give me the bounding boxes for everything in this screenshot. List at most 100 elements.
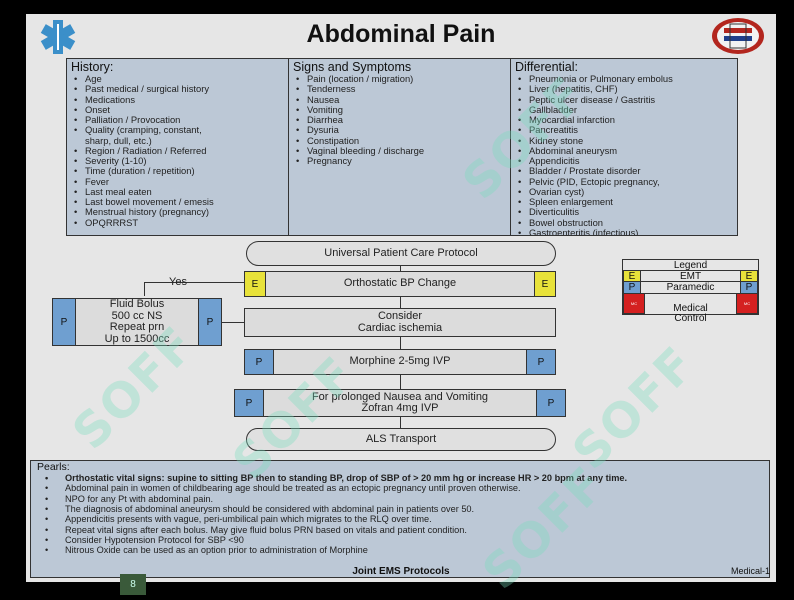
list-item: Pain (location / migration) <box>296 73 507 84</box>
cardiac-ischemia-node[interactable]: Consider Cardiac ischemia <box>244 308 556 337</box>
pearls-heading: Pearls: <box>37 461 70 473</box>
list-item: Palliation / Provocation <box>74 114 285 125</box>
list-item: Abdominal pain in women of childbearing … <box>45 483 763 494</box>
list-item: Quality (cramping, constant, sharp, dull… <box>74 125 285 146</box>
list-item: Abdominal aneurysm <box>518 145 733 156</box>
connector <box>400 417 401 428</box>
signs-panel: Signs and Symptoms Pain (location / migr… <box>288 58 512 236</box>
list-item: Pelvic (PID, Ectopic pregnancy, <box>518 176 733 187</box>
paramedic-tag: P <box>526 349 556 375</box>
legend-row-paramedic: Paramedic <box>623 281 758 294</box>
emt-tag: E <box>244 271 266 297</box>
list-item: Consider Hypotension Protocol for SBP <9… <box>45 535 763 546</box>
connector <box>400 297 401 309</box>
list-item: Last meal eaten <box>74 186 285 197</box>
list-item: Nausea <box>296 94 507 105</box>
list-item: Age <box>74 73 285 84</box>
paramedic-tag: P <box>536 389 566 417</box>
list-item: Bowel obstruction <box>518 217 733 228</box>
list-item: Spleen enlargement <box>518 196 733 207</box>
list-item: Peptic ulcer disease / Gastritis <box>518 94 733 105</box>
signs-heading: Signs and Symptoms <box>293 60 412 74</box>
list-item: Region / Radiation / Referred <box>74 145 285 156</box>
connector <box>400 266 401 272</box>
orthostatic-bp-node[interactable]: Orthostatic BP Change <box>244 271 556 297</box>
differential-heading: Differential: <box>515 60 578 74</box>
morphine-node[interactable]: Morphine 2-5mg IVP <box>244 349 556 375</box>
legend-medical-control-label: Medical Control <box>673 303 708 324</box>
list-item: Kidney stone <box>518 135 733 146</box>
list-item: Onset <box>74 104 285 115</box>
legend-row-emt: EMT <box>623 270 758 282</box>
fluid-connector <box>222 322 244 323</box>
list-item: OPQRRRST <box>74 217 285 228</box>
yes-connector <box>144 282 244 283</box>
list-item: Orthostatic vital signs: supine to sitti… <box>45 473 763 484</box>
star-of-life-icon <box>40 20 76 54</box>
emt-tag: E <box>534 271 556 297</box>
list-item: Severity (1-10) <box>74 155 285 166</box>
legend-row-medical-control: Medical Control <box>623 293 758 324</box>
universal-care-protocol-node[interactable]: Universal Patient Care Protocol <box>246 241 556 266</box>
connector <box>400 375 401 389</box>
legend-medical-control-swatch: MC <box>623 293 645 314</box>
list-item: Nitrous Oxide can be used as an option p… <box>45 545 763 556</box>
pearls-panel: Pearls: Orthostatic vital signs: supine … <box>30 460 770 578</box>
list-item: Gallbladder <box>518 104 733 115</box>
list-item: Bladder / Prostate disorder <box>518 165 733 176</box>
list-item: Vaginal bleeding / discharge <box>296 145 507 156</box>
slide-number: 8 <box>120 574 146 595</box>
paramedic-tag: P <box>244 349 274 375</box>
legend-medical-control-swatch: MC <box>736 293 758 314</box>
orthostatic-label: Orthostatic BP Change <box>343 277 457 290</box>
list-item: Medications <box>74 94 285 105</box>
legend-paramedic-label: Paramedic <box>666 282 715 293</box>
paramedic-tag: P <box>198 298 222 346</box>
consider-label: Consider Cardiac ischemia <box>357 310 443 334</box>
footer-title: Joint EMS Protocols <box>352 566 450 577</box>
list-item: Pneumonia or Pulmonary embolus <box>518 73 733 84</box>
list-item: Tenderness <box>296 83 507 94</box>
list-item: Appendicitis <box>518 155 733 166</box>
list-item: Dysuria <box>296 124 507 135</box>
list-item: Past medical / surgical history <box>74 83 285 94</box>
list-item: Diverticulitis <box>518 206 733 217</box>
page-label: Medical-1 <box>730 566 770 576</box>
zofran-node[interactable]: For prolonged Nausea and Vomiting Zofran… <box>234 389 566 417</box>
page-title: Abdominal Pain <box>306 20 496 48</box>
list-item: Menstrual history (pregnancy) <box>74 206 285 217</box>
list-item: Time (duration / repetition) <box>74 165 285 176</box>
paramedic-tag: P <box>234 389 264 417</box>
morphine-label: Morphine 2-5mg IVP <box>349 355 451 368</box>
fluid-bolus-node[interactable]: Fluid Bolus 500 cc NS Repeat prn Up to 1… <box>52 298 222 346</box>
legend-heading: Legend <box>673 260 708 271</box>
history-heading: History: <box>71 60 114 74</box>
fluid-bolus-label: Fluid Bolus 500 cc NS Repeat prn Up to 1… <box>104 298 170 345</box>
list-item: Constipation <box>296 135 507 146</box>
yes-connector <box>144 282 145 296</box>
legend-emt-label: EMT <box>679 271 702 282</box>
list-item: Gastroenteritis (infectious) <box>518 227 733 235</box>
yes-label: Yes <box>169 276 187 288</box>
list-item: Liver (hepatitis, CHF) <box>518 83 733 94</box>
list-item: Last bowel movement / emesis <box>74 196 285 207</box>
list-item: Vomiting <box>296 104 507 115</box>
list-item: Appendicitis presents with vague, peri-u… <box>45 514 763 525</box>
list-item: Pregnancy <box>296 155 507 166</box>
history-list: AgePast medical / surgical historyMedica… <box>71 73 285 228</box>
list-item: The diagnosis of abdominal aneurysm shou… <box>45 504 763 515</box>
list-item: Pancreatitis <box>518 124 733 135</box>
zofran-label: For prolonged Nausea and Vomiting Zofran… <box>311 390 489 414</box>
list-item: Myocardial infarction <box>518 114 733 125</box>
differential-list: Pneumonia or Pulmonary embolusLiver (hep… <box>515 73 733 235</box>
connector <box>400 337 401 349</box>
signs-list: Pain (location / migration)TendernessNau… <box>293 73 507 166</box>
list-item: Ovarian cyst) <box>518 186 733 197</box>
protocol-page: Abdominal Pain History: AgePast medical … <box>26 14 776 582</box>
als-transport-node[interactable]: ALS Transport <box>246 428 556 451</box>
list-item: Fever <box>74 176 285 187</box>
paramedic-tag: P <box>52 298 76 346</box>
differential-panel: Differential: Pneumonia or Pulmonary emb… <box>510 58 738 236</box>
pearls-list: Orthostatic vital signs: supine to sitti… <box>37 473 763 556</box>
legend: Legend EMT E E Paramedic P P Medical Con… <box>622 259 759 324</box>
